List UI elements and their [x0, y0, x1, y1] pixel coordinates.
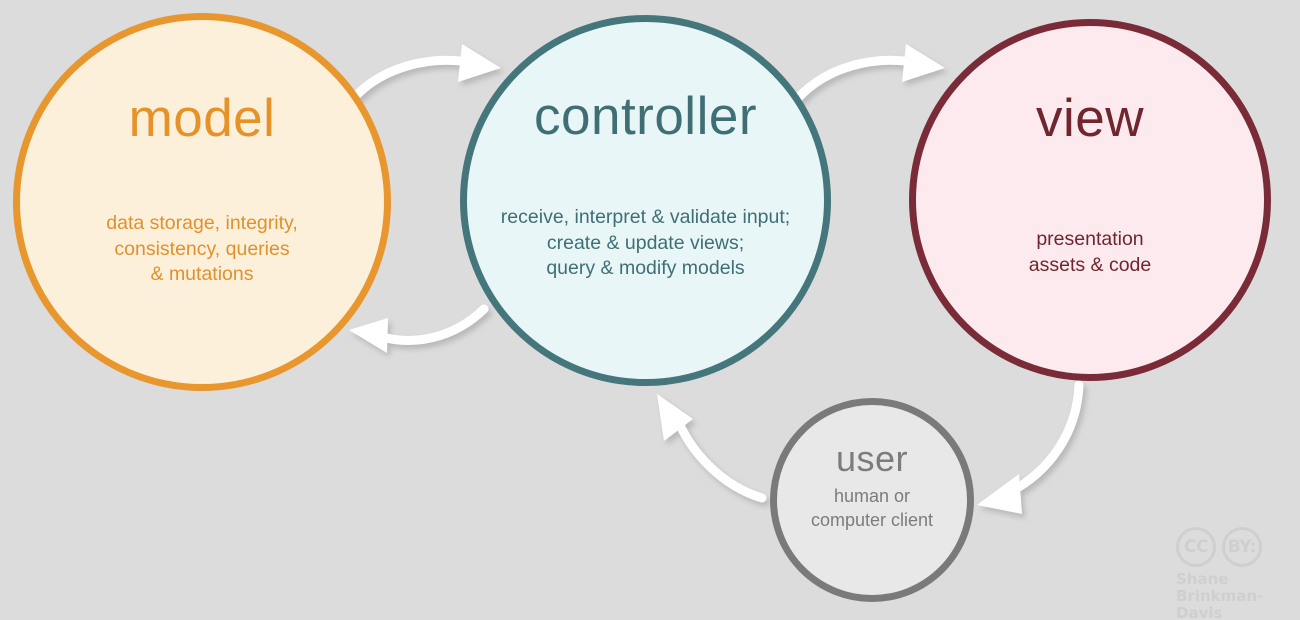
node-controller-title: controller [534, 87, 757, 146]
arrow-controller-to-view [793, 44, 945, 103]
watermark-author: Shane Brinkman-Davis [1176, 570, 1264, 620]
node-model[interactable]: model data storage, integrity, consisten… [13, 13, 391, 391]
arrow-user-to-controller [657, 394, 767, 503]
node-controller-description: receive, interpret & validate input; cre… [500, 206, 791, 280]
attribution-icon: BY: [1222, 527, 1262, 567]
arrow-view-to-user [977, 380, 1084, 514]
node-user-title: user [835, 438, 909, 479]
creative-commons-watermark: CC BY: Shane Brinkman-Davis [1176, 527, 1286, 620]
node-user[interactable]: user human or computer client [770, 398, 974, 602]
node-view-title: view [1035, 89, 1145, 148]
arrow-model-to-controller [347, 44, 501, 105]
arrow-controller-to-model [349, 304, 489, 353]
node-user-description: human or computer client [810, 486, 934, 530]
node-controller[interactable]: controller receive, interpret & validate… [460, 15, 831, 386]
node-model-description: data storage, integrity, consistency, qu… [106, 212, 298, 286]
node-view-description: presentation assets & code [1028, 228, 1152, 276]
cc-badge-group: CC BY: [1176, 527, 1286, 567]
node-model-title: model [128, 89, 276, 148]
creative-commons-icon: CC [1176, 527, 1216, 567]
node-view[interactable]: view presentation assets & code [909, 19, 1271, 381]
